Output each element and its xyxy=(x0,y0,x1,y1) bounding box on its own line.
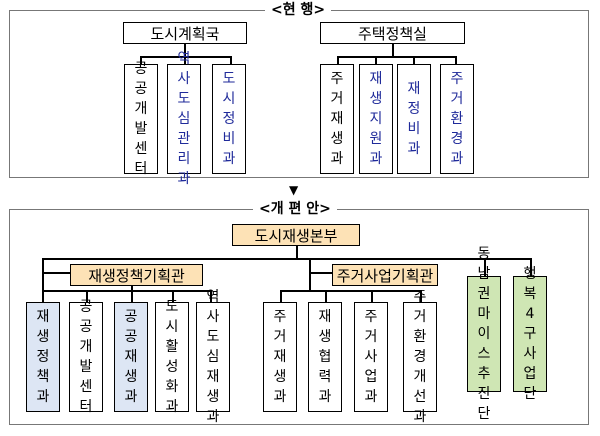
proposal-unit-7: 재생협력과 xyxy=(308,302,342,412)
current-unit-4-label: 주거재생과 xyxy=(330,71,344,167)
connector xyxy=(42,258,44,272)
current-unit-7-label: 주거환경과 xyxy=(450,71,464,167)
connector xyxy=(42,272,70,274)
proposal-unit-5-label: 역사도심재생과 xyxy=(206,289,220,425)
connector xyxy=(375,56,377,64)
connector xyxy=(42,290,44,302)
connector xyxy=(172,290,174,302)
connector xyxy=(530,258,532,276)
connector xyxy=(371,290,373,302)
urban-regeneration-hq: 도시재생본부 xyxy=(232,224,360,246)
connector xyxy=(280,290,421,292)
connector xyxy=(86,290,88,302)
proposal-unit-8-label: 주거사업과 xyxy=(364,309,378,405)
current-unit-3: 도시정비과 xyxy=(212,64,246,174)
proposal-unit-4: 도시활성화과 xyxy=(155,299,189,415)
current-unit-2-label: 역사도심관리과 xyxy=(177,51,191,187)
connector xyxy=(230,56,232,64)
proposal-unit-2-label: 공공개발센터 xyxy=(79,299,93,415)
connector xyxy=(140,56,231,58)
current-unit-1-label: 공공개발센터 xyxy=(134,61,148,177)
direct-unit-2-label: 행복4구사업단 xyxy=(523,266,537,402)
proposal-unit-9-label: 주거환경개선과 xyxy=(413,289,427,425)
direct-unit-1-label: 동남권마이스추진단 xyxy=(477,246,491,422)
proposal-unit-9: 주거환경개선과 xyxy=(403,289,437,425)
proposal-unit-6: 주거재생과 xyxy=(263,302,297,412)
connector xyxy=(337,56,339,64)
proposal-unit-7-label: 재생협력과 xyxy=(318,309,332,405)
connector xyxy=(280,290,282,302)
connector xyxy=(210,290,212,302)
current-unit-7: 주거환경과 xyxy=(440,64,474,174)
housing-project-office: 주거사업기획관 xyxy=(332,264,438,286)
proposal-unit-6-label: 주거재생과 xyxy=(273,309,287,405)
proposal-unit-2: 공공개발센터 xyxy=(69,299,103,415)
connector xyxy=(337,56,456,58)
dept-urban-planning-label: 도시계획국 xyxy=(150,24,220,43)
proposal-header: <개 편 안> xyxy=(253,200,337,218)
urban-regeneration-hq-label: 도시재생본부 xyxy=(254,226,338,245)
regeneration-policy-office: 재생정책기획관 xyxy=(70,264,203,286)
proposal-unit-5: 역사도심재생과 xyxy=(196,289,230,425)
current-unit-2: 역사도심관리과 xyxy=(167,51,201,187)
connector xyxy=(309,272,311,290)
connector xyxy=(309,272,332,274)
regeneration-policy-office-label: 재생정책기획관 xyxy=(88,266,185,285)
connector xyxy=(140,56,142,64)
connector xyxy=(455,56,457,64)
connector xyxy=(484,258,486,276)
proposal-unit-1: 재생정책과 xyxy=(26,302,60,412)
connector xyxy=(42,272,44,290)
proposal-unit-1-label: 재생정책과 xyxy=(36,309,50,405)
direct-unit-1: 동남권마이스추진단 xyxy=(467,246,501,422)
direct-unit-2: 행복4구사업단 xyxy=(513,266,547,402)
connector xyxy=(420,290,422,302)
connector xyxy=(309,258,311,272)
connector xyxy=(42,290,211,292)
dept-housing-policy-label: 주택정책실 xyxy=(357,24,427,43)
proposal-unit-8: 주거사업과 xyxy=(354,302,388,412)
connector xyxy=(131,286,133,290)
connector xyxy=(392,44,394,56)
connector xyxy=(42,258,531,260)
current-unit-4: 주거재생과 xyxy=(320,64,354,174)
housing-project-office-label: 주거사업기획관 xyxy=(336,266,434,285)
current-unit-5-label: 재생지원과 xyxy=(369,71,383,167)
dept-urban-planning: 도시계획국 xyxy=(123,22,247,44)
current-header: <현 행> xyxy=(265,1,332,19)
connector xyxy=(184,44,186,56)
connector xyxy=(184,56,186,64)
current-unit-5: 재생지원과 xyxy=(359,64,393,174)
current-unit-3-label: 도시정비과 xyxy=(222,71,236,167)
connector xyxy=(413,56,415,64)
connector xyxy=(131,290,133,302)
connector xyxy=(325,290,327,302)
current-panel xyxy=(9,10,589,178)
proposal-unit-3-label: 공공재생과 xyxy=(124,309,138,405)
current-unit-6: 재정비과 xyxy=(397,64,431,174)
down-arrow-icon: ▼ xyxy=(289,183,299,197)
current-unit-6-label: 재정비과 xyxy=(407,81,421,157)
proposal-unit-3: 공공재생과 xyxy=(114,302,148,412)
current-unit-1: 공공개발센터 xyxy=(124,61,158,177)
dept-housing-policy: 주택정책실 xyxy=(320,22,465,44)
connector xyxy=(296,246,298,258)
proposal-unit-4-label: 도시활성화과 xyxy=(165,299,179,415)
